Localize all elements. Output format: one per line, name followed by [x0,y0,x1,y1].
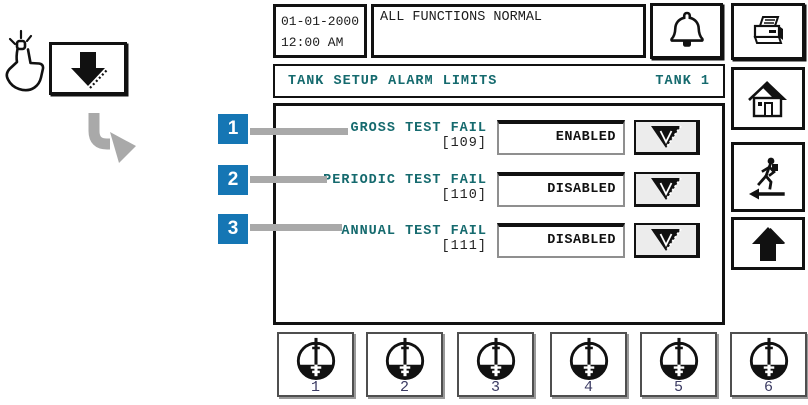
down-triangle-icon [651,125,682,149]
setting-label-periodic-test-fail: PERIODIC TEST FAIL [110] [282,173,487,203]
home-button[interactable] [731,67,805,130]
home-icon [748,80,787,117]
tank-icon [385,337,424,380]
bell-icon [669,11,704,47]
setting-name: GROSS TEST FAIL [350,121,487,136]
callout-3: 3 [218,214,248,244]
tank-icon [659,337,698,380]
up-arrow-button[interactable] [731,217,805,270]
time-text: 12:00 AM [281,35,344,50]
dropdown-button-periodic-test-fail[interactable] [634,172,700,207]
curved-down-arrow-icon [88,113,136,163]
tank-button-6[interactable]: 6 [730,332,807,397]
alarm-bell-button[interactable] [650,3,723,59]
tank-button-2[interactable]: 2 [366,332,443,397]
setting-label-gross-test-fail: GROSS TEST FAIL [109] [282,121,487,151]
tank-number: 5 [673,379,683,396]
down-arrow-icon [71,51,108,89]
datetime-display: 01-01-2000 12:00 AM [273,4,367,58]
tank-number: 6 [763,379,773,396]
setting-name: ANNUAL TEST FAIL [341,224,487,239]
setting-code: [109] [441,136,487,151]
down-triangle-icon [651,228,682,252]
tank-icon [569,337,608,380]
setting-code: [111] [441,239,487,254]
tank-button-1[interactable]: 1 [277,332,354,397]
guide-down-arrow-button[interactable] [49,42,127,95]
tank-number: 1 [310,379,320,396]
dropdown-button-gross-test-fail[interactable] [634,120,700,155]
dropdown-button-annual-test-fail[interactable] [634,223,700,258]
tank-context-label: TANK 1 [655,73,710,89]
callout-1: 1 [218,114,248,144]
page-title: TANK SETUP ALARM LIMITS [288,73,498,89]
tank-number: 3 [490,379,500,396]
status-display: ALL FUNCTIONS NORMAL [371,4,646,58]
date-text: 01-01-2000 [281,14,360,29]
status-text: ALL FUNCTIONS NORMAL [380,10,543,25]
print-button[interactable] [731,3,805,60]
up-arrow-icon [752,226,786,261]
tank-button-5[interactable]: 5 [640,332,717,397]
callout-2: 2 [218,165,248,195]
tank-button-4[interactable]: 4 [550,332,627,397]
setting-code: [110] [441,188,487,203]
exit-walk-button[interactable] [731,142,805,212]
tank-button-3[interactable]: 3 [457,332,534,397]
title-bar: TANK SETUP ALARM LIMITS TANK 1 [273,64,725,98]
setting-value-periodic-test-fail: DISABLED [497,172,625,207]
tank-icon [476,337,515,380]
callout-leader-2 [250,176,327,183]
setting-value-gross-test-fail: ENABLED [497,120,625,155]
walk-exit-icon [749,157,785,200]
tank-number: 4 [583,379,593,396]
down-triangle-icon [651,177,682,201]
printer-icon [753,15,783,44]
content-panel: GROSS TEST FAIL [109] ENABLED PERIODIC T… [273,103,725,325]
tank-icon [296,337,335,380]
callout-leader-1 [250,128,348,135]
callout-leader-3 [250,224,342,231]
setting-value-annual-test-fail: DISABLED [497,223,625,258]
tank-icon [749,337,788,380]
setting-label-annual-test-fail: ANNUAL TEST FAIL [111] [282,224,487,254]
touch-hand-icon [5,29,45,92]
setting-name: PERIODIC TEST FAIL [323,173,487,188]
tank-number: 2 [399,379,409,396]
